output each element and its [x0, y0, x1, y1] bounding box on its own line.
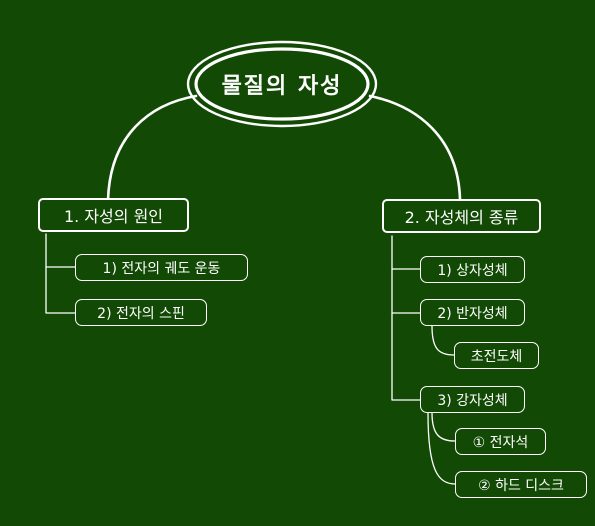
center-title: 물질의 자성 [221, 74, 343, 99]
node-diamagnetic: 2) 반자성체 [420, 299, 525, 326]
connector-electromagnet [431, 412, 456, 442]
connector-superconductor [431, 325, 455, 356]
connector-harddisk [427, 412, 456, 485]
branch-causes-of-magnetism: 1. 자성의 원인 [38, 198, 189, 232]
connector-right-3 [391, 312, 421, 401]
connector-left-1 [45, 233, 76, 268]
node-ferromagnetic: 3) 강자성체 [420, 386, 525, 413]
arc-right [368, 94, 462, 201]
arc-left [106, 94, 198, 202]
connector-right-1 [391, 235, 421, 270]
connector-left-2 [45, 266, 76, 314]
node-orbital-motion: 1) 전자의 궤도 운동 [75, 254, 248, 281]
branch-types-of-magnetic-materials: 2. 자성체의 종류 [382, 199, 541, 233]
node-electron-spin: 2) 전자의 스핀 [75, 299, 207, 326]
node-electromagnet: ① 전자석 [455, 428, 546, 455]
node-paramagnetic: 1) 상자성체 [420, 256, 525, 283]
node-hard-disk: ② 하드 디스크 [455, 471, 587, 498]
connector-right-2 [391, 268, 421, 314]
node-superconductor: 초전도체 [454, 342, 539, 369]
